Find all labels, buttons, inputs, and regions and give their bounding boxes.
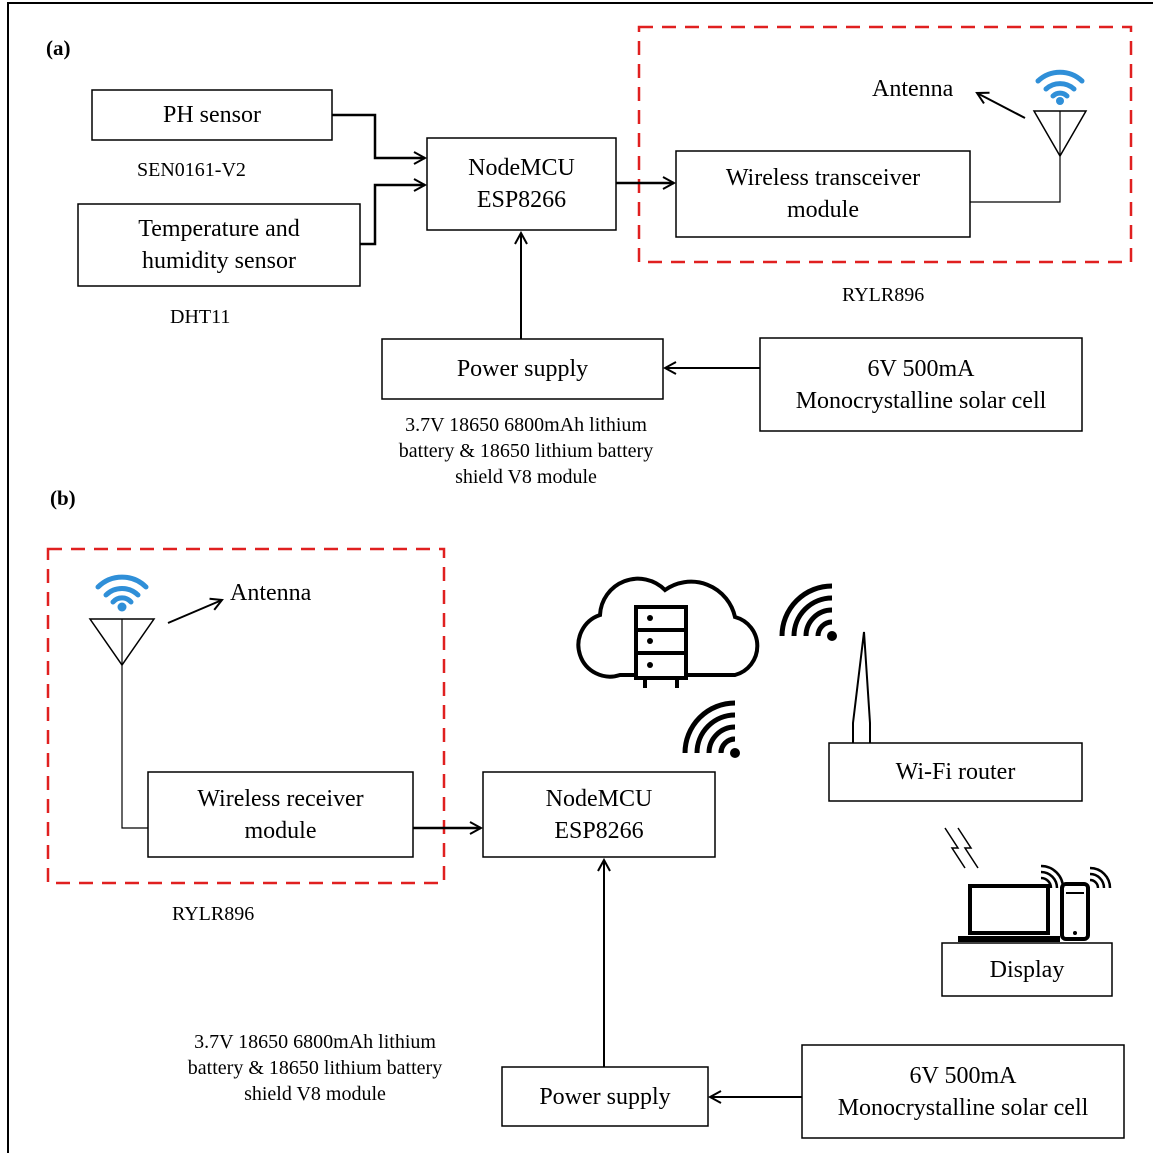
receiver-box [147,771,414,858]
power-supply-b-text: Power supply [539,1083,671,1110]
router-label: Wi-Fi router [829,743,1082,801]
solar-a-line-1: 6V 500mA [867,355,975,382]
temp-sensor-label: Temperature and humidity sensor [78,204,360,286]
mcu-b-line-1: NodeMCU [545,785,653,812]
transceiver-label: Wireless transceiver module [676,151,970,237]
battery-a-line-2: battery & 18650 lithium battery [398,440,654,462]
battery-b-line-3: shield V8 module [244,1083,386,1105]
solar-a-label: 6V 500mA Monocrystalline solar cell [760,338,1082,431]
power-supply-b-label: Power supply [502,1067,708,1126]
mcu-b-line-2: ESP8266 [554,817,644,844]
power-supply-a-box [381,338,664,400]
transceiver-box [675,150,971,238]
antenna-icon [88,618,156,667]
mcu-a-line-1: NodeMCU [468,155,575,181]
mcu-a-label: NodeMCU ESP8266 [427,138,616,230]
temp-sensor-line-2: humidity sensor [142,248,296,274]
display-box [941,942,1113,997]
wifi-signal-icon [682,700,740,758]
ph-sensor-box [91,89,333,141]
power-supply-a-text: Power supply [456,356,589,382]
ph-sensor-text: PH sensor [162,102,261,128]
transceiver-line-2: module [787,197,859,223]
solar-a-box [759,337,1083,432]
antenna-a-pointer [977,93,1026,119]
lora-b-dashed-box [46,547,446,885]
temp-sensor-model: DHT11 [170,306,231,328]
mcu-a-line-2: ESP8266 [476,187,567,213]
battery-b-label: 3.7V 18650 6800mAh lithium battery & 186… [150,1029,480,1107]
mcu-b-label: NodeMCU ESP8266 [483,772,715,857]
solar-b-label: 6V 500mA Monocrystalline solar cell [802,1045,1124,1138]
lora-b-model: RYLR896 [172,903,255,925]
router-text: Wi-Fi router [895,759,1016,785]
lora-a-dashed-box [637,25,1133,264]
battery-a-line-3: shield V8 module [455,466,597,488]
outer-frame [7,2,1153,1153]
antenna-b-label: Antenna [230,580,312,606]
phone-icon [1060,882,1090,941]
wifi-signal-icon [1040,864,1112,889]
wifi-signal-icon [779,583,837,641]
solar-a-line-2: Monocrystalline solar cell [795,387,1047,414]
panel-b-tag: (b) [50,486,76,510]
antenna-receiver-wire [121,665,148,829]
display-text: Display [989,956,1065,983]
cloud-server-icon [576,576,760,688]
router-box [828,742,1083,802]
router-antenna [852,631,871,743]
transceiver-antenna-wire [970,156,1061,203]
battery-b-line-1: 3.7V 18650 6800mAh lithium [194,1031,436,1053]
wifi-icon [1035,69,1085,105]
battery-a-label: 3.7V 18650 6800mAh lithium battery & 186… [361,412,691,490]
mcu-b-box [482,771,716,858]
solar-b-box [801,1044,1125,1139]
receiver-line-2: module [244,817,317,844]
mcu-a-box [426,137,617,231]
receiver-label: Wireless receiver module [148,772,413,857]
ph-sensor-label: PH sensor [92,90,332,140]
battery-a-line-1: 3.7V 18650 6800mAh lithium [405,414,647,436]
power-supply-a-label: Power supply [382,339,663,399]
temp-sensor-line-1: Temperature and [138,216,300,242]
panel-a-tag: (a) [46,36,71,60]
ph-sensor-model: SEN0161-V2 [137,159,246,181]
antenna-icon [1032,110,1088,158]
wifi-icon [95,574,149,612]
laptop-icon [958,884,1060,942]
transceiver-line-1: Wireless transceiver [725,165,921,191]
antenna-a-label: Antenna [872,76,954,102]
solar-b-line-2: Monocrystalline solar cell [837,1094,1089,1121]
temp-to-mcu-arrow [360,185,425,246]
ph-to-mcu-arrow [332,113,425,158]
lightning-icon [944,827,979,869]
display-label: Display [942,943,1112,996]
solar-b-line-1: 6V 500mA [909,1062,1017,1089]
lora-a-model: RYLR896 [842,284,925,306]
battery-b-line-2: battery & 18650 lithium battery [187,1057,443,1079]
antenna-b-pointer [167,600,222,624]
receiver-line-1: Wireless receiver [197,785,364,812]
temp-sensor-box [77,203,361,287]
